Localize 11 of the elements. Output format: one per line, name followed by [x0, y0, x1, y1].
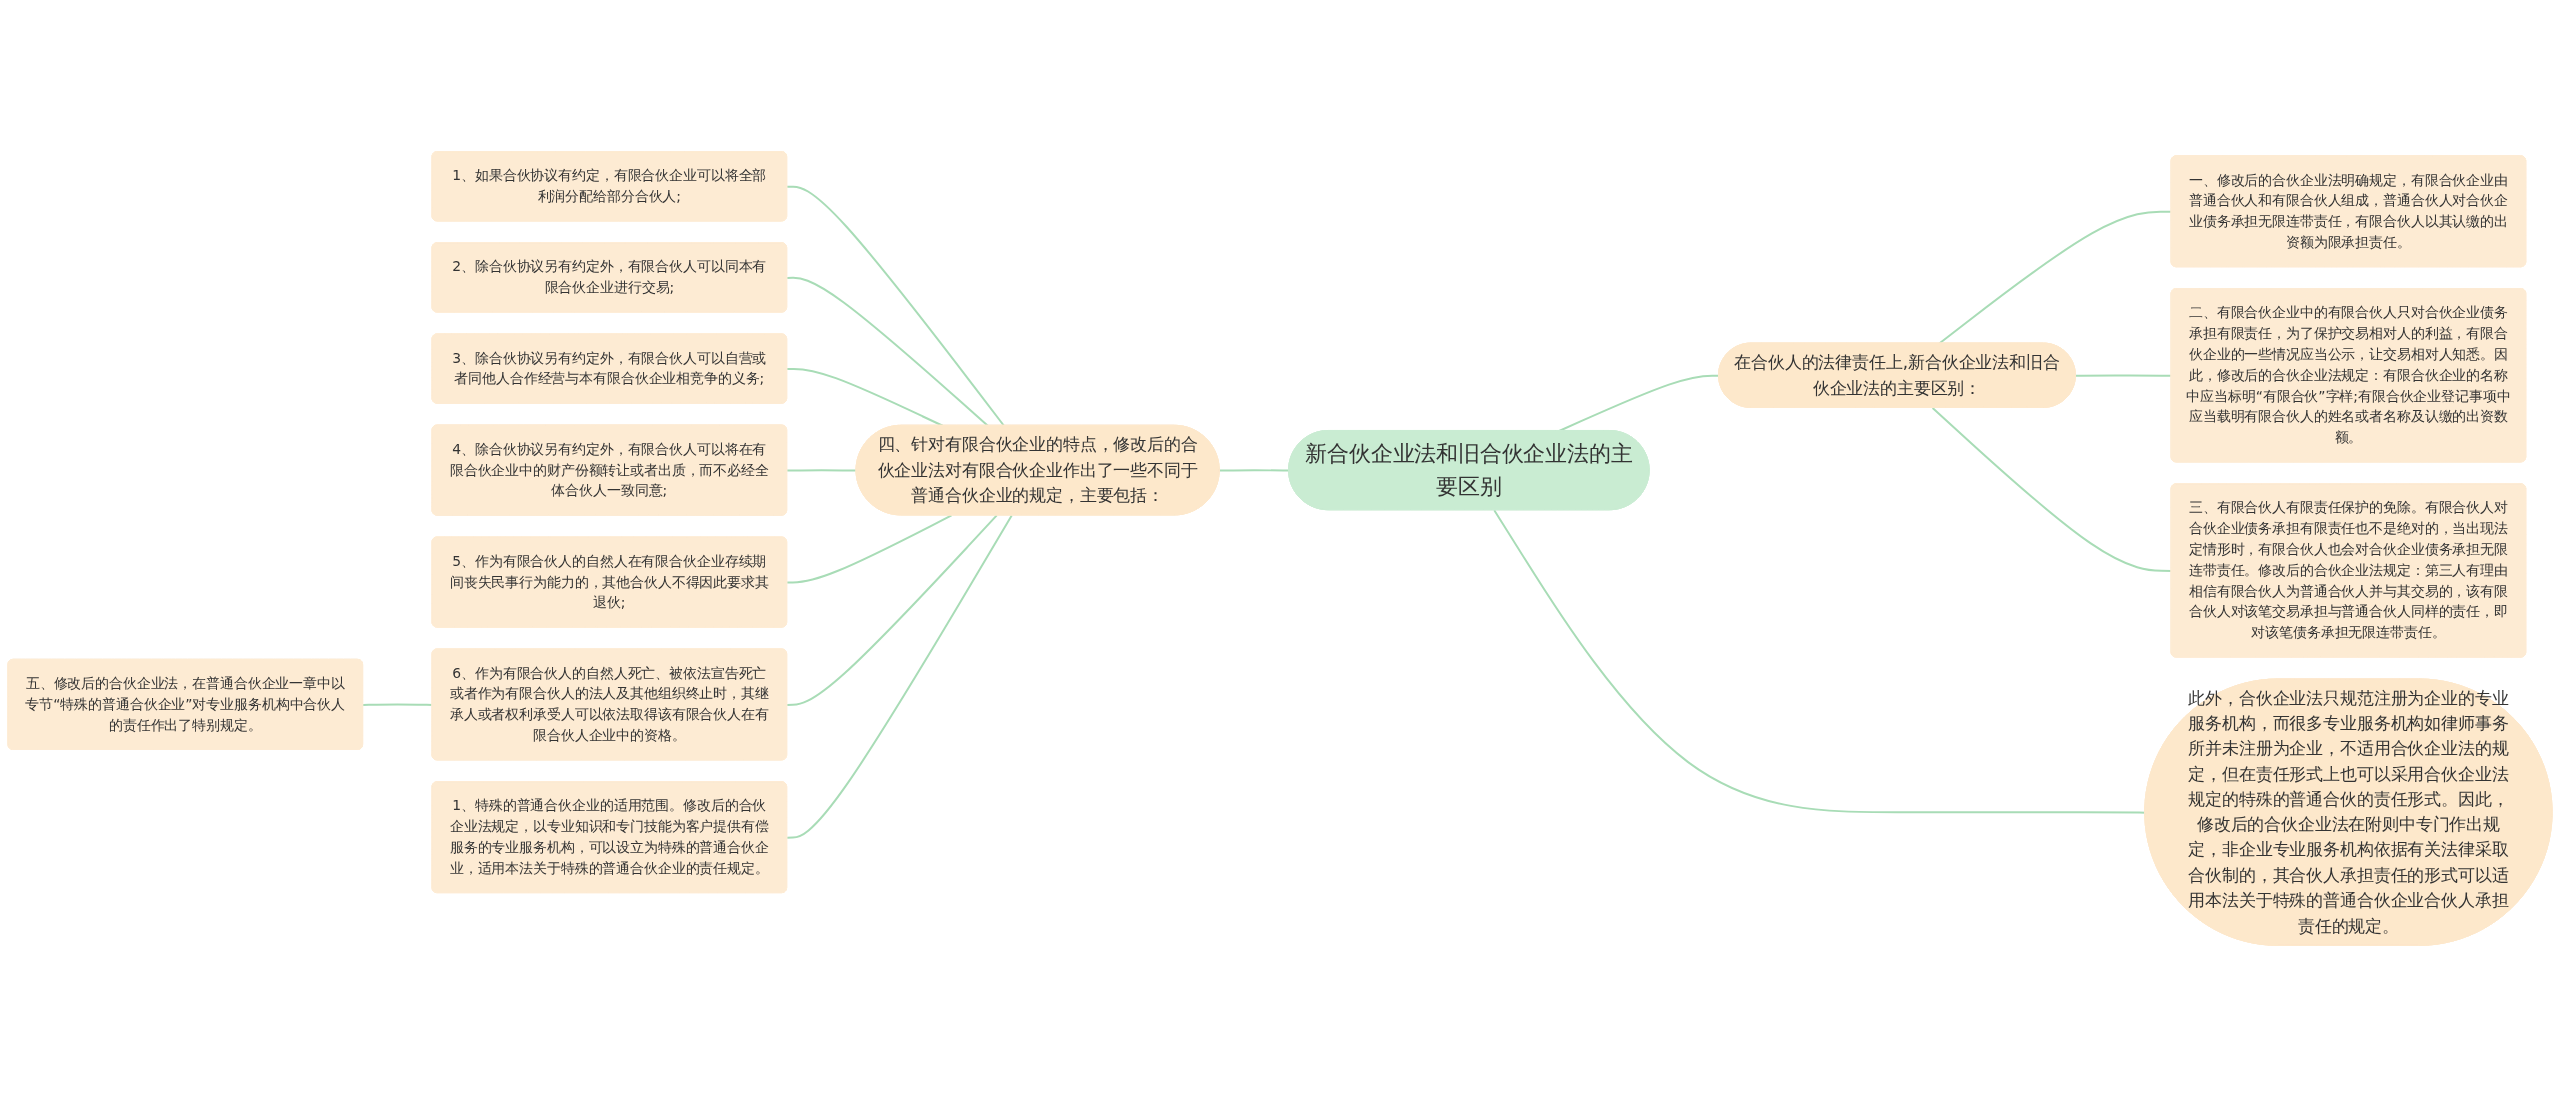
connector [2074, 374, 2173, 377]
connector [786, 514, 1013, 839]
connector [1558, 374, 1720, 432]
connector [1931, 406, 2173, 572]
connector [1938, 210, 2173, 345]
connector [786, 514, 953, 584]
connector [786, 367, 944, 427]
connector [786, 514, 998, 706]
connector [786, 185, 1005, 427]
connector [786, 469, 858, 472]
connector [786, 276, 989, 427]
